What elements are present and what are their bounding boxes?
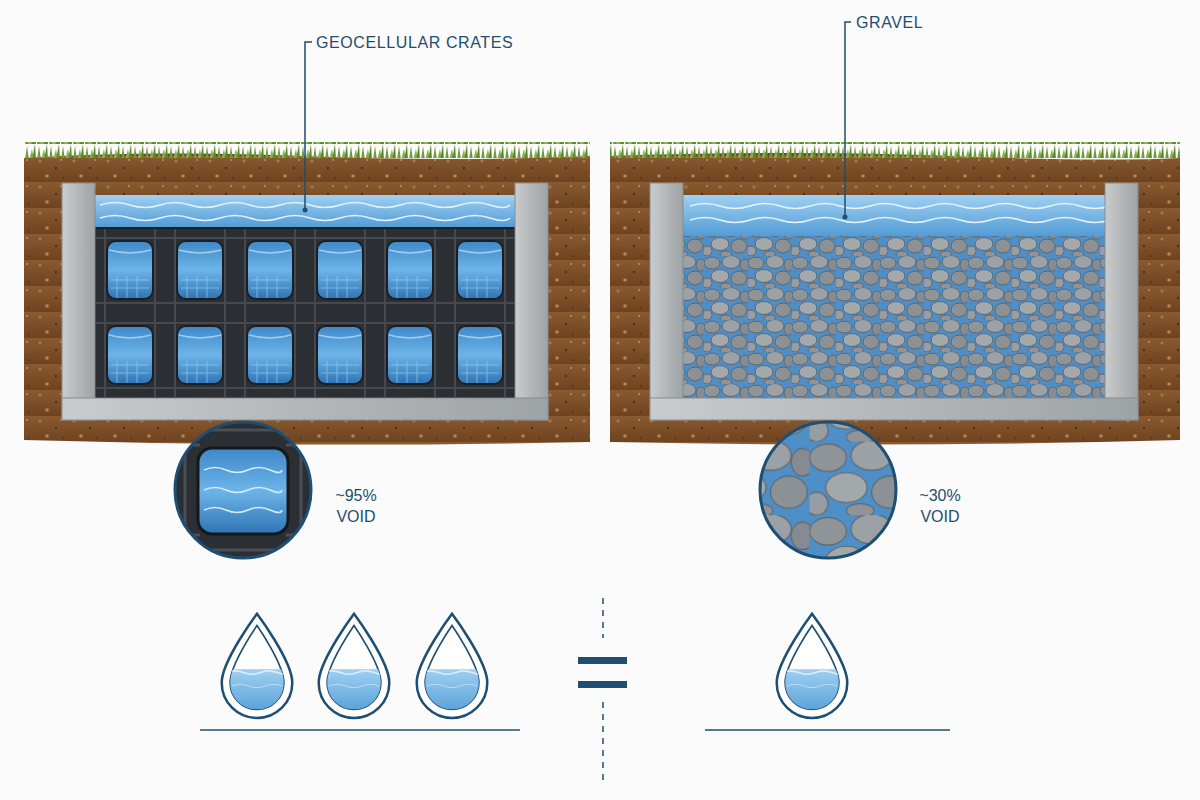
- leader-dot: [843, 215, 848, 220]
- void-label: ~95% VOID: [328, 486, 384, 528]
- leader-line: [845, 22, 851, 215]
- callout-label: GRAVEL: [856, 13, 923, 34]
- void-label: ~30% VOID: [912, 486, 968, 528]
- callout-label: GEOCELLULAR CRATES: [316, 33, 513, 54]
- gravel-magnifier: [758, 420, 898, 560]
- leader-line: [305, 42, 312, 208]
- equals-sign: [578, 598, 627, 782]
- water-drops: [200, 614, 950, 730]
- crate-magnifier: [170, 420, 320, 560]
- crate-section: [24, 142, 590, 445]
- gravel-section: [610, 142, 1180, 445]
- leader-dot: [303, 208, 308, 213]
